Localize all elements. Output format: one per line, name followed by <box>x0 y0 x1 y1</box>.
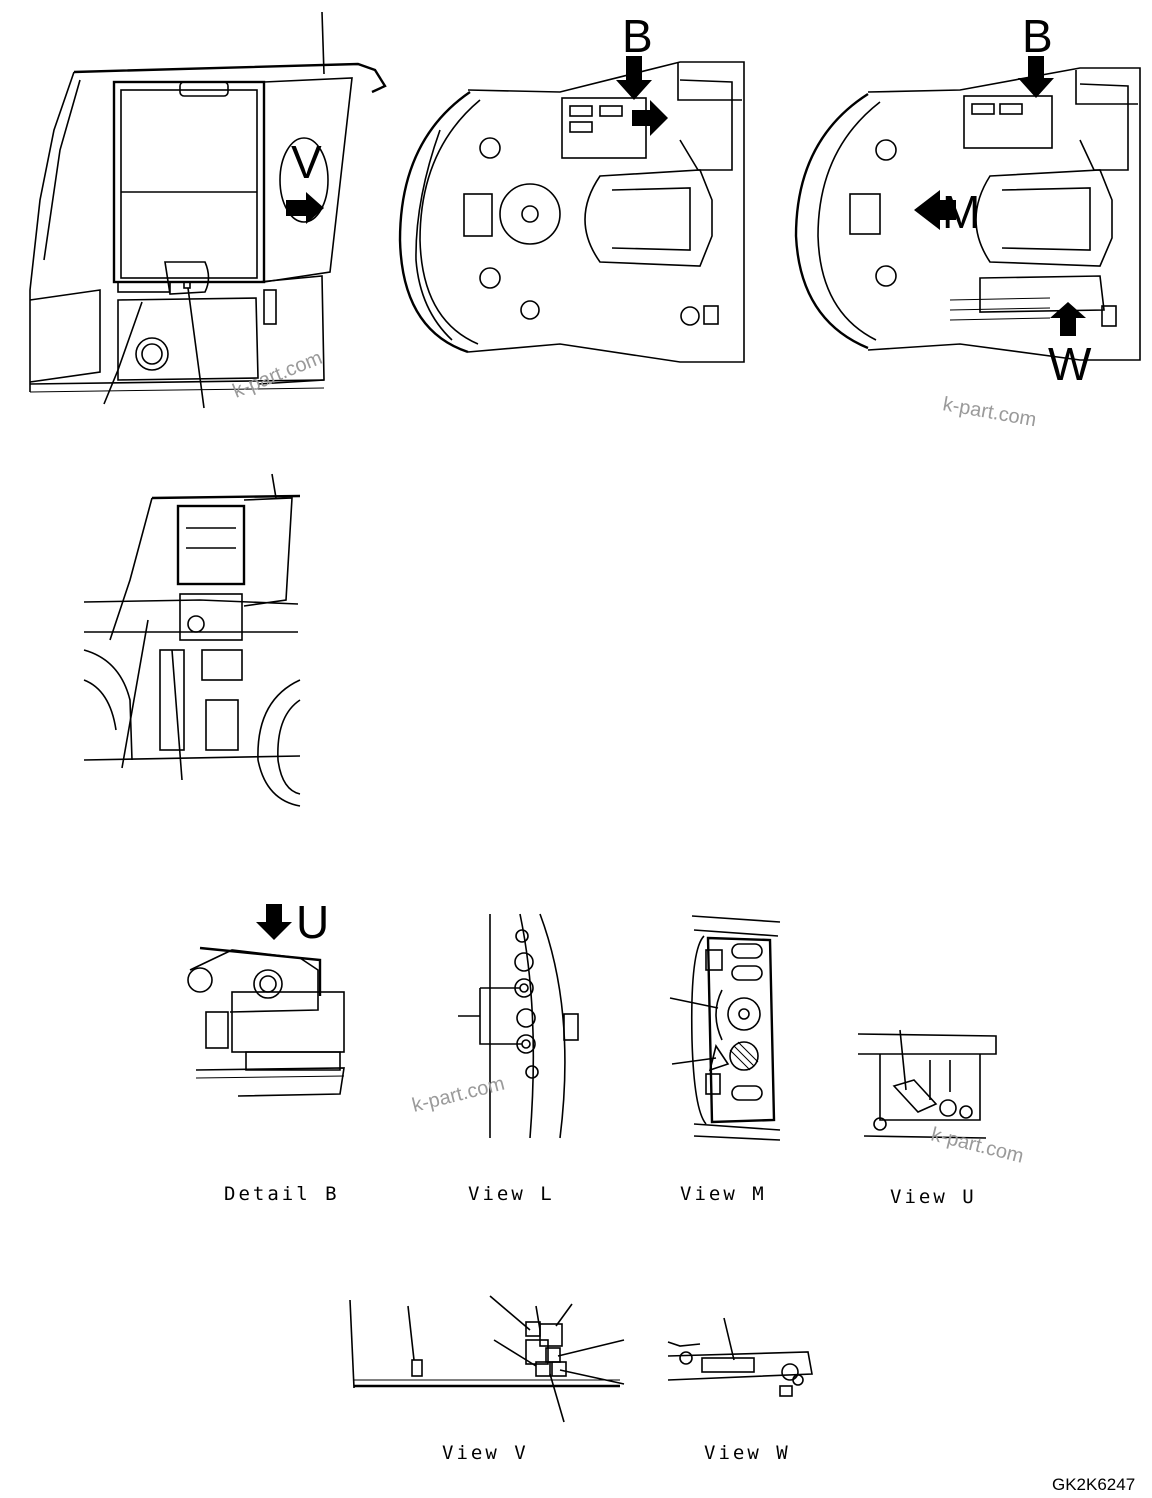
detail-b-letter-1: B <box>622 10 653 62</box>
detail-b-letter-2: B <box>1022 10 1053 62</box>
detail-b-arrow-down-1 <box>616 56 652 100</box>
caption-view-v: View V <box>442 1442 529 1464</box>
cab-top-view-detail: B M W k-part.com <box>794 10 1141 431</box>
view-w-letter: W <box>1048 338 1092 390</box>
watermark-1: k-part.com <box>230 347 326 403</box>
drawing-code: GK2K6247 <box>1052 1475 1135 1494</box>
detail-b-drawing: U <box>187 896 345 1097</box>
detail-b-arrow-right-1 <box>632 100 668 136</box>
watermark-3: k-part.com <box>410 1073 507 1117</box>
view-m-drawing <box>669 915 781 1141</box>
view-v-drawing <box>349 1295 625 1423</box>
caption-view-w: View W <box>704 1442 791 1464</box>
view-w-arrow <box>1050 302 1086 336</box>
cab-side-view: V k-part.com <box>29 11 387 409</box>
cab-top-view: B <box>398 10 745 363</box>
caption-view-u: View U <box>890 1186 977 1208</box>
watermark-4: k-part.com <box>929 1124 1026 1168</box>
machine-side-view <box>83 473 301 807</box>
view-m-letter: M <box>942 186 980 238</box>
watermark-2: k-part.com <box>941 393 1038 431</box>
view-u-drawing: k-part.com <box>857 1029 1026 1168</box>
view-v-arrow <box>286 192 324 224</box>
view-l-drawing: k-part.com <box>410 913 579 1139</box>
view-m-arrow <box>914 190 956 230</box>
caption-view-m: View M <box>680 1183 767 1205</box>
caption-detail-b: Detail B <box>224 1183 340 1205</box>
view-v-letter: V <box>291 136 322 188</box>
view-u-letter: U <box>296 896 329 948</box>
caption-view-l: View L <box>468 1183 555 1205</box>
view-w-drawing <box>667 1317 813 1397</box>
view-u-arrow <box>256 904 292 940</box>
detail-b-arrow-down-2 <box>1018 56 1054 98</box>
